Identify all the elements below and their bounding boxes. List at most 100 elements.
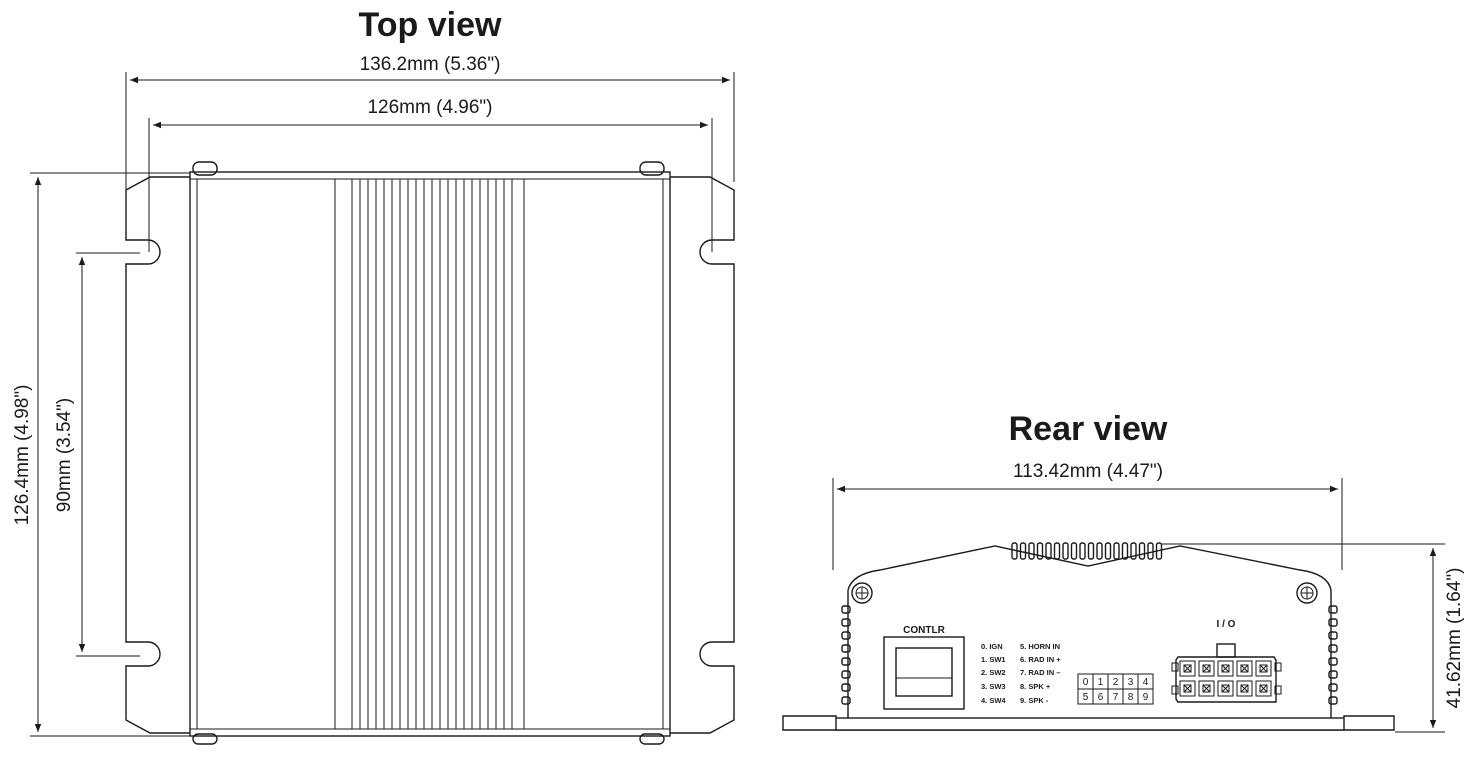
fin-slot [1087,542,1095,560]
io-pin-mark [1183,664,1192,673]
io-pin-mark [1221,684,1230,693]
ridge [1328,605,1338,614]
fin-slot [1062,542,1069,560]
left-screw-icon [851,582,873,604]
top-view: Top view 136.2mm (5.36") 126mm (4.96") 1… [12,6,735,745]
io-pin-core [1259,684,1268,693]
io-connector: I / O [1171,619,1282,703]
rear-width-label: 113.42mm (4.47") [1013,461,1163,482]
io-pin-core [1202,664,1211,673]
ridge [841,696,851,705]
io-pin [1236,660,1253,677]
io-pin-mark [1240,684,1249,693]
ridge [1328,670,1338,679]
io-pin [1217,680,1234,697]
grid-cell: 1 [1098,677,1104,688]
fin-slot [1028,542,1035,560]
io-pin [1217,660,1234,677]
base-plate [835,717,1345,731]
io-pin-core [1259,664,1268,673]
slot-spacing-label: 90mm (3.54") [54,398,75,512]
overall-width-label: 136.2mm (5.36") [360,54,501,75]
contlr-connector: CONTLR [883,625,965,710]
fin-slot [1121,542,1129,560]
pin-label: 9. SPK - [1020,696,1049,705]
io-pin-mark [1259,664,1268,673]
grid-cell: 2 [1113,677,1119,688]
pin-legend: 0. IGN 1. SW1 2. SW2 3. SW3 4. SW4 5. HO… [981,642,1061,705]
pin-label: 5. HORN IN [1020,642,1060,651]
io-pin [1255,660,1272,677]
fin-slot [1104,542,1112,560]
io-pin [1179,660,1196,677]
grid-cell: 7 [1113,692,1119,703]
rear-height-dimension: 41.62mm (1.64") [1160,543,1465,733]
rear-housing [847,545,1332,718]
ridge [841,605,851,614]
rear-view: Rear view 113.42mm (4.47") 41.62mm (1.64… [782,410,1465,733]
overall-height-label: 126.4mm (4.98") [12,385,33,526]
io-pin-core [1240,664,1249,673]
io-pin-core [1183,664,1192,673]
ridge [1328,618,1338,627]
fin-slot [1045,542,1052,560]
ridge [1328,631,1338,640]
io-pin-core [1183,684,1192,693]
io-pin [1198,680,1215,697]
io-pin-mark [1183,684,1192,693]
fin-slot [1147,542,1154,560]
screw-tabs [192,161,665,745]
heatsink-fins [334,179,525,729]
fin-slot [1130,542,1137,560]
pin-label: 1. SW1 [981,655,1006,664]
right-screw-icon [1296,582,1318,604]
io-pin-mark [1221,664,1230,673]
io-pin-core [1202,684,1211,693]
io-pins [1179,660,1272,697]
fin-slot [1096,542,1103,560]
ridge [841,631,851,640]
overall-width-dimension: 136.2mm (5.36") [125,54,735,240]
rear-view-title: Rear view [1009,410,1168,448]
rear-fin-slots [1011,542,1163,560]
contlr-label: CONTLR [903,625,945,636]
grid-cell: 0 [1083,677,1089,688]
fin-slot [1070,542,1078,560]
pin-label: 3. SW3 [981,682,1006,691]
pin-label: 6. RAD IN + [1020,655,1061,664]
grid-cell: 6 [1098,692,1104,703]
inner-width-dimension: 126mm (4.96") [148,97,713,252]
grid-cell: 5 [1083,692,1089,703]
grid-cell: 9 [1143,692,1149,703]
ridge [1328,644,1338,653]
ridge [841,683,851,692]
io-label: I / O [1217,619,1236,630]
ridge [1328,657,1338,666]
inner-width-label: 126mm (4.96") [367,97,492,118]
ridge [841,657,851,666]
io-pin-mark [1202,684,1211,693]
pin-label: 8. SPK + [1020,682,1051,691]
ridge [841,618,851,627]
grid-cell: 4 [1143,677,1149,688]
fin-slot [1138,542,1146,560]
io-pin [1198,660,1215,677]
ridge [1328,683,1338,692]
pin-number-grid: 0 1 2 3 4 5 6 7 8 9 [1077,673,1154,705]
io-pin-core [1221,664,1230,673]
rear-height-label: 41.62mm (1.64") [1444,568,1465,709]
io-pin-mark [1240,664,1249,673]
slot-spacing-dimension: 90mm (3.54") [54,252,140,657]
io-pin-core [1221,684,1230,693]
io-pin-mark [1259,684,1268,693]
fin-slot [1079,542,1086,560]
top-body [189,171,671,737]
ridge [1328,696,1338,705]
pin-label: 4. SW4 [981,696,1006,705]
io-pin-mark [1202,664,1211,673]
io-pin [1179,680,1196,697]
pin-label: 7. RAD IN – [1020,668,1060,677]
pin-label: 0. IGN [981,642,1003,651]
fin-slot [1113,542,1120,560]
